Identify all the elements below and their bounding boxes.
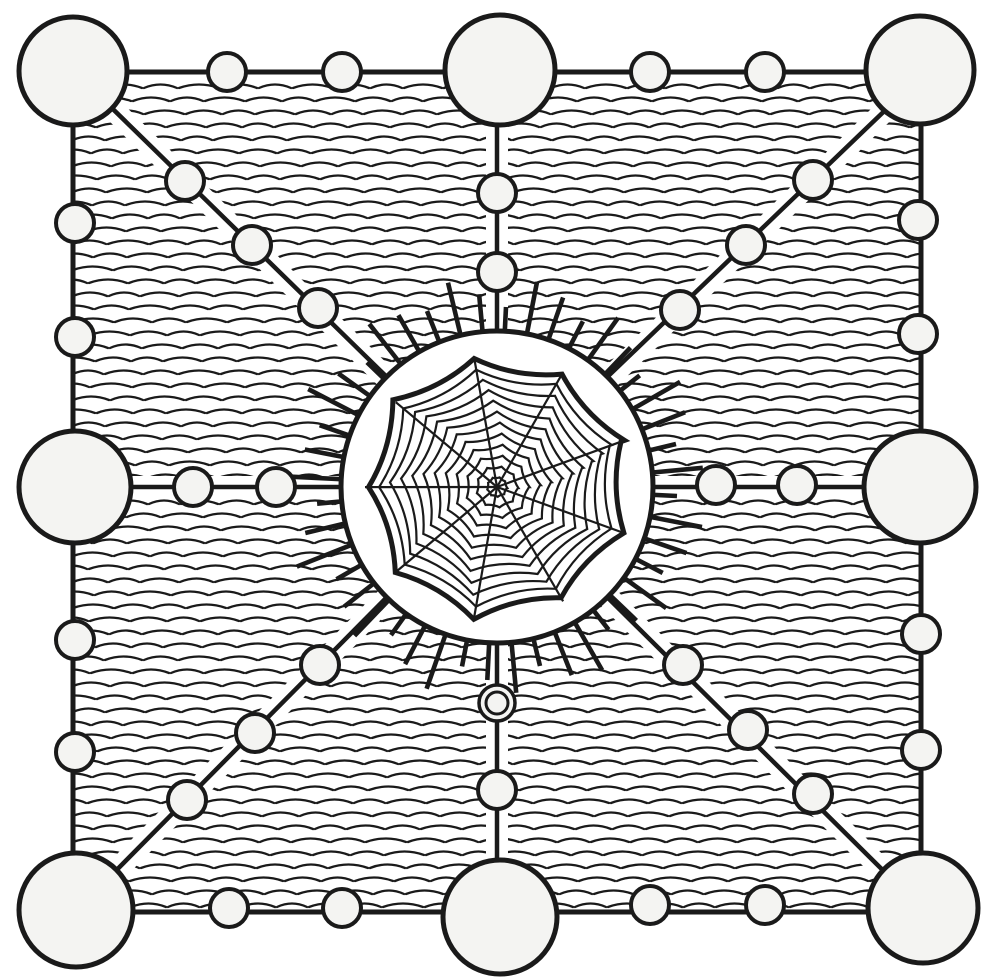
hub-web-ring	[388, 378, 606, 597]
small-circle-node	[725, 224, 767, 266]
small-circle-node	[54, 619, 96, 661]
small-circle-node	[476, 769, 518, 811]
small-circle-node	[897, 313, 939, 355]
wave-row	[73, 278, 921, 285]
wave-row	[73, 785, 921, 792]
hub-web-spoke	[496, 485, 622, 534]
hub-web-spoke	[395, 486, 498, 573]
small-circle-node	[792, 159, 834, 201]
small-circle-node	[792, 773, 834, 815]
spoke	[600, 590, 927, 914]
small-circle-node	[776, 464, 818, 506]
hub-web-spoke	[496, 440, 622, 489]
small-circle-node	[255, 466, 297, 508]
small-circle-node	[172, 466, 214, 508]
small-circles	[54, 51, 942, 929]
wave-row	[73, 317, 921, 324]
wave-row	[73, 174, 921, 181]
small-circle-node	[744, 884, 786, 926]
spoke	[600, 70, 927, 384]
large-circle-node	[861, 428, 979, 546]
wave-row	[73, 798, 921, 805]
small-circle-node	[234, 712, 276, 754]
large-circle-node	[863, 13, 977, 127]
hub-web-ring	[433, 421, 565, 550]
hub-web-spoke	[496, 372, 564, 488]
double-circle-inner	[484, 690, 510, 716]
small-circle-node	[166, 779, 208, 821]
large-circle-node	[16, 428, 134, 546]
small-circle-node	[727, 709, 769, 751]
small-circle-node	[629, 51, 671, 93]
small-circle-node	[476, 172, 518, 214]
small-circle-node	[629, 884, 671, 926]
small-circle-node	[900, 613, 942, 655]
small-circle-node	[164, 160, 206, 202]
small-circle-node	[476, 251, 518, 293]
small-circle-node	[206, 51, 248, 93]
hub-web-ring	[410, 399, 586, 573]
small-circle-node	[662, 644, 704, 686]
wave-row	[73, 96, 921, 103]
small-circle-node	[321, 51, 363, 93]
small-circle-node	[231, 224, 273, 266]
small-circle-node	[299, 644, 341, 686]
hub-web-spoke	[496, 486, 565, 602]
hub-web-ring	[377, 368, 615, 608]
spoke	[73, 590, 394, 914]
small-circle-node	[695, 464, 737, 506]
central-octagonal-web	[364, 355, 631, 623]
eight-large-circles	[16, 12, 981, 977]
large-circle-node	[442, 12, 558, 128]
wave-row	[73, 135, 921, 142]
large-circle-node	[865, 850, 981, 966]
spoke	[73, 70, 394, 384]
hub-web-ring	[422, 410, 576, 561]
wave-row	[73, 681, 921, 688]
small-circle-node	[321, 887, 363, 929]
hub-web-spoke	[473, 486, 499, 618]
double-circle-node	[477, 683, 517, 723]
wave-row	[73, 759, 921, 766]
wave-row	[73, 239, 921, 246]
large-circle-node	[440, 857, 560, 977]
small-circle-node	[900, 729, 942, 771]
wave-row	[73, 291, 921, 298]
small-circle-node	[744, 51, 786, 93]
wave-row	[73, 733, 921, 740]
small-circle-node	[297, 287, 339, 329]
hub-web-spoke	[472, 356, 499, 488]
hub-web-ring	[399, 388, 596, 585]
hub-web-spoke	[395, 401, 498, 488]
small-circle-node	[54, 316, 96, 358]
small-circle-node	[54, 202, 96, 244]
small-circle-node	[659, 289, 701, 331]
small-circle-node	[208, 887, 250, 929]
large-circle-node	[16, 850, 136, 970]
small-circle-node	[897, 199, 939, 241]
small-circle-node	[54, 731, 96, 773]
large-circle-node	[16, 14, 130, 128]
wave-row	[73, 837, 921, 844]
